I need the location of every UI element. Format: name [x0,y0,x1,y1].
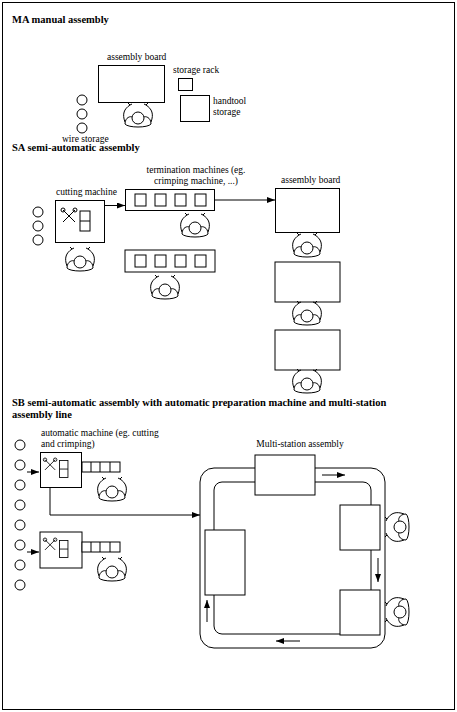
node-label: assembly board [107,52,187,63]
assembly-station [205,455,380,635]
wire-reel [33,207,43,217]
wire-reel [15,580,25,590]
termination-machine [135,194,146,206]
wire-reel [15,440,25,450]
section-heading: SB semi-automatic assembly with automati… [12,397,422,421]
flow-arrow [322,475,345,476]
worker [66,247,95,271]
cutter-icon [43,538,68,558]
wire-reel [33,235,43,245]
termination-machine [195,255,206,267]
wire-reel [15,500,25,510]
machine-box: termination machines (eg. crimping machi… [125,189,215,211]
termination-machine [125,250,215,272]
worker [98,557,127,581]
termination-machine [125,250,215,272]
flow-arrow [105,205,125,206]
assembly-loop: Multi-station assembly [200,468,385,648]
termination-machine [135,255,146,267]
worker [181,213,210,237]
cutter-icon [43,458,68,478]
conveyor [91,542,110,552]
assembly-board [275,330,340,370]
flow-arrow [50,488,200,515]
termination-machine [155,255,166,267]
termination-machine [195,194,206,206]
assembly-board [275,262,340,370]
feed-arrow [27,472,39,473]
machine-box: assembly board [275,188,340,233]
wire-reel [15,560,25,570]
flow-arrow [207,600,208,622]
worker [293,369,322,393]
node-label: Multi-station assembly [245,439,355,450]
wire-reel [77,95,87,105]
node-label: assembly board [281,175,361,186]
worker [293,233,322,257]
conveyor [82,542,120,552]
wire-reel [15,460,25,470]
machine-box: assembly board [98,65,165,103]
section-heading: MA manual assembly [12,14,312,26]
page-frame [3,3,455,710]
machine-box: storage rack [178,78,193,91]
flow-arrow [378,558,379,582]
termination-machine [155,194,166,206]
machine-box: automatic machine (eg. cutting and crimp… [40,452,82,488]
wire-reel [15,480,25,490]
assembly-station [340,505,380,550]
node-label: handtool storage [213,96,258,118]
worker [98,477,127,501]
conveyor [82,462,120,552]
worker [385,598,409,627]
node-label: cutting machine [56,187,122,198]
wire-reel [77,123,87,133]
worker [124,103,153,127]
worker [385,513,409,542]
wire-reel [33,207,43,245]
worker [293,301,322,325]
node-label: automatic machine (eg. cutting and crimp… [41,428,161,450]
wire-reel [15,520,25,530]
machine-box: handtool storage [180,95,210,122]
cutter-icon [61,208,90,231]
node-label: termination machines (eg. crimping machi… [146,165,246,187]
assembly-station [255,455,315,495]
section-heading: SA semi-automatic assembly [12,142,312,154]
conveyor [82,462,120,472]
assembly-station [340,590,380,635]
node-label: storage rack [173,65,233,76]
machine-box: cutting machine [55,200,105,243]
wire-reel [77,95,87,133]
termination-machine [135,194,206,206]
feed-arrow [27,472,39,552]
feed-arrow [27,552,39,553]
conveyor [91,462,110,472]
worker [151,275,180,299]
termination-machine [175,255,186,267]
flow-arrow [276,641,300,642]
wire-reel [33,221,43,231]
flow-arrow [215,200,275,201]
assembly-station [205,530,245,595]
flow-arrow [207,475,378,641]
wire-reel [77,109,87,119]
termination-machine [175,194,186,206]
wire-reel [15,440,25,590]
automatic-machine [40,532,82,568]
wire-reel [15,540,25,550]
assembly-board [275,262,340,302]
